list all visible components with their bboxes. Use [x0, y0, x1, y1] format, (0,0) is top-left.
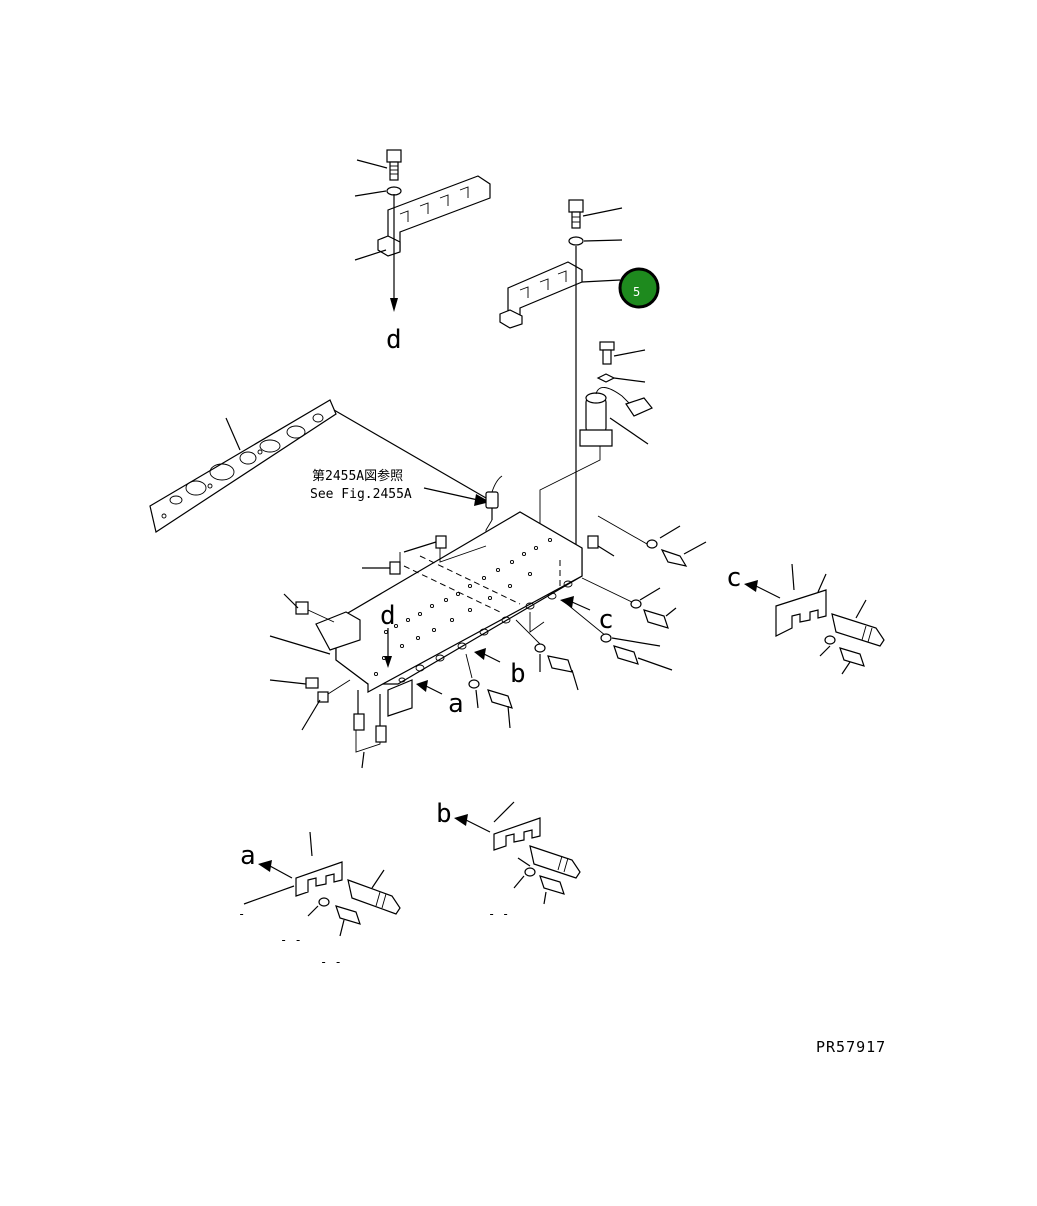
- gasket-plate: [149, 399, 337, 533]
- bolt-shank: [571, 211, 581, 229]
- shim-plate: [775, 589, 827, 637]
- bracket-foot: [499, 309, 523, 329]
- detail-b-dash-2: -: [502, 907, 509, 921]
- bolt-head: [386, 149, 402, 163]
- detail-letter-b: b: [436, 799, 452, 829]
- plug: [587, 535, 599, 549]
- gasket: [149, 399, 487, 533]
- stud-bolt: [347, 879, 401, 915]
- plug: [295, 601, 309, 615]
- detail-a-dash-3: - -: [320, 955, 342, 969]
- washer: [534, 643, 546, 653]
- reference-english: See Fig.2455A: [310, 487, 412, 502]
- stud-bolt: [529, 845, 581, 879]
- reference-japanese: 第2455A図参照: [312, 468, 403, 484]
- callout-number: 5: [633, 285, 640, 299]
- bolt: [335, 905, 361, 925]
- bolt-shank: [389, 161, 399, 181]
- lock-washer: [596, 373, 616, 383]
- washer: [630, 599, 642, 609]
- washer: [600, 633, 612, 643]
- stud-bolt: [831, 613, 885, 647]
- plug: [305, 677, 319, 689]
- washer: [824, 635, 836, 645]
- plug: [317, 691, 329, 703]
- end-plate: [315, 611, 361, 651]
- view-letter-d-middle: d: [380, 601, 396, 631]
- washer: [468, 679, 480, 689]
- fitting: [375, 725, 387, 743]
- callout-circle[interactable]: [618, 267, 660, 309]
- valve-body: [485, 491, 499, 509]
- view-letter-c: c: [598, 605, 614, 635]
- valve-block-front: [367, 548, 583, 694]
- bolt: [539, 875, 565, 895]
- detail-letter-a: a: [240, 841, 256, 871]
- mounting-bolts: [465, 515, 707, 729]
- plug: [389, 561, 401, 575]
- screw-head: [599, 341, 615, 351]
- view-letter-d: d: [386, 325, 402, 355]
- washer: [524, 867, 536, 877]
- washer: [386, 186, 402, 196]
- solenoid-assembly: [539, 341, 653, 560]
- detail-letter-c: c: [726, 563, 742, 593]
- bolt: [643, 609, 669, 629]
- lower-flange: [387, 679, 413, 717]
- plug: [435, 535, 447, 549]
- detail-b: b - -: [436, 799, 581, 921]
- bolt: [839, 647, 865, 667]
- bracket-assembly-left: [354, 149, 491, 312]
- bolt: [547, 655, 573, 673]
- detail-b-dash: -: [488, 907, 495, 921]
- top-valve: [485, 475, 503, 546]
- valve-block-top: [335, 511, 583, 685]
- shim-plate: [295, 861, 343, 897]
- valve-body-main: [315, 511, 583, 717]
- bolt: [660, 548, 688, 567]
- screw-shank: [602, 349, 612, 365]
- detail-a: a - - - - -: [238, 831, 401, 969]
- bracket-assembly-right: [499, 199, 623, 560]
- fitting: [353, 713, 365, 731]
- view-letter-a: a: [448, 689, 464, 719]
- bolt-head: [568, 199, 584, 213]
- bolt: [487, 689, 513, 709]
- solenoid-base: [579, 429, 613, 447]
- port-holes: [373, 537, 553, 677]
- callout-5[interactable]: 5: [618, 267, 660, 309]
- plugs-and-fittings: [269, 535, 487, 769]
- shim-plate: [493, 817, 541, 851]
- bolt: [613, 645, 639, 665]
- connector: [625, 397, 653, 417]
- washer: [646, 539, 658, 549]
- detail-a-dash-2: - -: [280, 933, 302, 947]
- washer: [568, 236, 584, 246]
- detail-a-dash: -: [238, 907, 245, 921]
- figure-code: PR57917: [816, 1038, 886, 1056]
- wire-bracket: [507, 261, 583, 322]
- view-letter-b: b: [510, 659, 526, 689]
- washer: [318, 897, 330, 907]
- detail-c: c: [726, 563, 885, 675]
